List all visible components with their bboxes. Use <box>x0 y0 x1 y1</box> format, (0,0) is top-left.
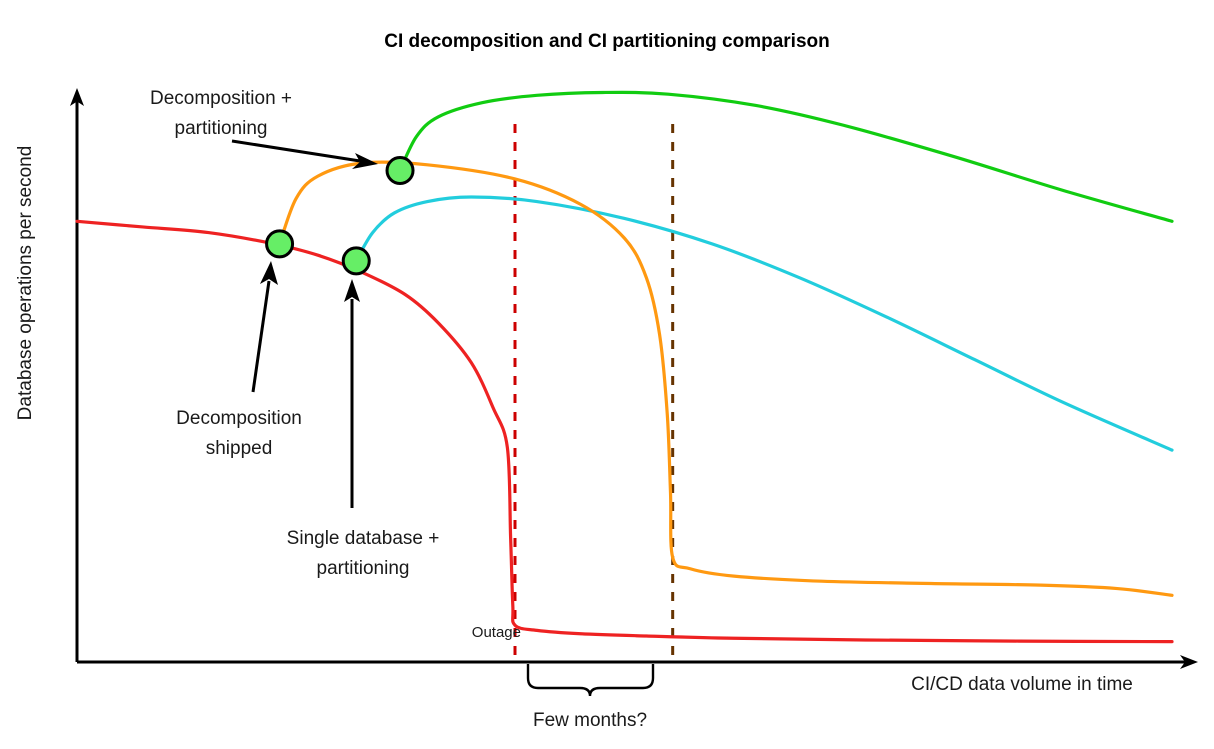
annotation-text-line2: partitioning <box>175 118 268 139</box>
annotation-arrowhead <box>260 261 278 285</box>
single-db-partitioning-marker[interactable] <box>341 246 371 276</box>
x-axis-arrowhead <box>1180 655 1198 669</box>
annotation-text-line2: shipped <box>206 438 273 459</box>
annotation-text-line2: partitioning <box>317 558 410 579</box>
page-title: CI decomposition and CI partitioning com… <box>384 31 829 52</box>
series-line-decomposition-partitioning <box>398 90 1174 223</box>
series-line-single-database-partitioning <box>354 195 1174 452</box>
axes-group <box>70 88 1198 669</box>
brace-icon <box>526 664 655 697</box>
decomposition-partitioning-annotation: Decomposition + partitioning <box>150 88 378 169</box>
annotation-arrowhead <box>344 279 360 302</box>
few-months-annotation: Few months? <box>526 664 655 731</box>
few-months-label: Few months? <box>533 710 647 731</box>
event-lines-group <box>513 124 675 662</box>
annotation-text-line1: Single database + <box>287 528 440 549</box>
single-db-partitioning-annotation: Single database + partitioning <box>287 279 440 579</box>
decomposition-shipped-marker[interactable] <box>265 229 295 259</box>
series-line-decomposition-shipped <box>277 160 1174 597</box>
y-axis-label: Database operations per second <box>15 146 36 421</box>
annotation-arrow-line <box>231 139 361 163</box>
outage-label: Outage <box>472 624 521 641</box>
markers-group <box>265 155 415 276</box>
annotation-arrowhead <box>352 153 378 169</box>
y-axis-arrowhead <box>70 88 84 106</box>
series-group <box>75 90 1174 644</box>
series-line-single-database <box>75 219 1174 644</box>
annotation-text-line1: Decomposition <box>176 408 302 429</box>
annotation-arrow-line <box>251 280 271 393</box>
decomposition-shipped-annotation: Decomposition shipped <box>176 261 302 459</box>
annotation-text-line1: Decomposition + <box>150 88 292 109</box>
decomposition-partitioning-marker[interactable] <box>385 155 415 185</box>
x-axis-label: CI/CD data volume in time <box>911 674 1133 695</box>
